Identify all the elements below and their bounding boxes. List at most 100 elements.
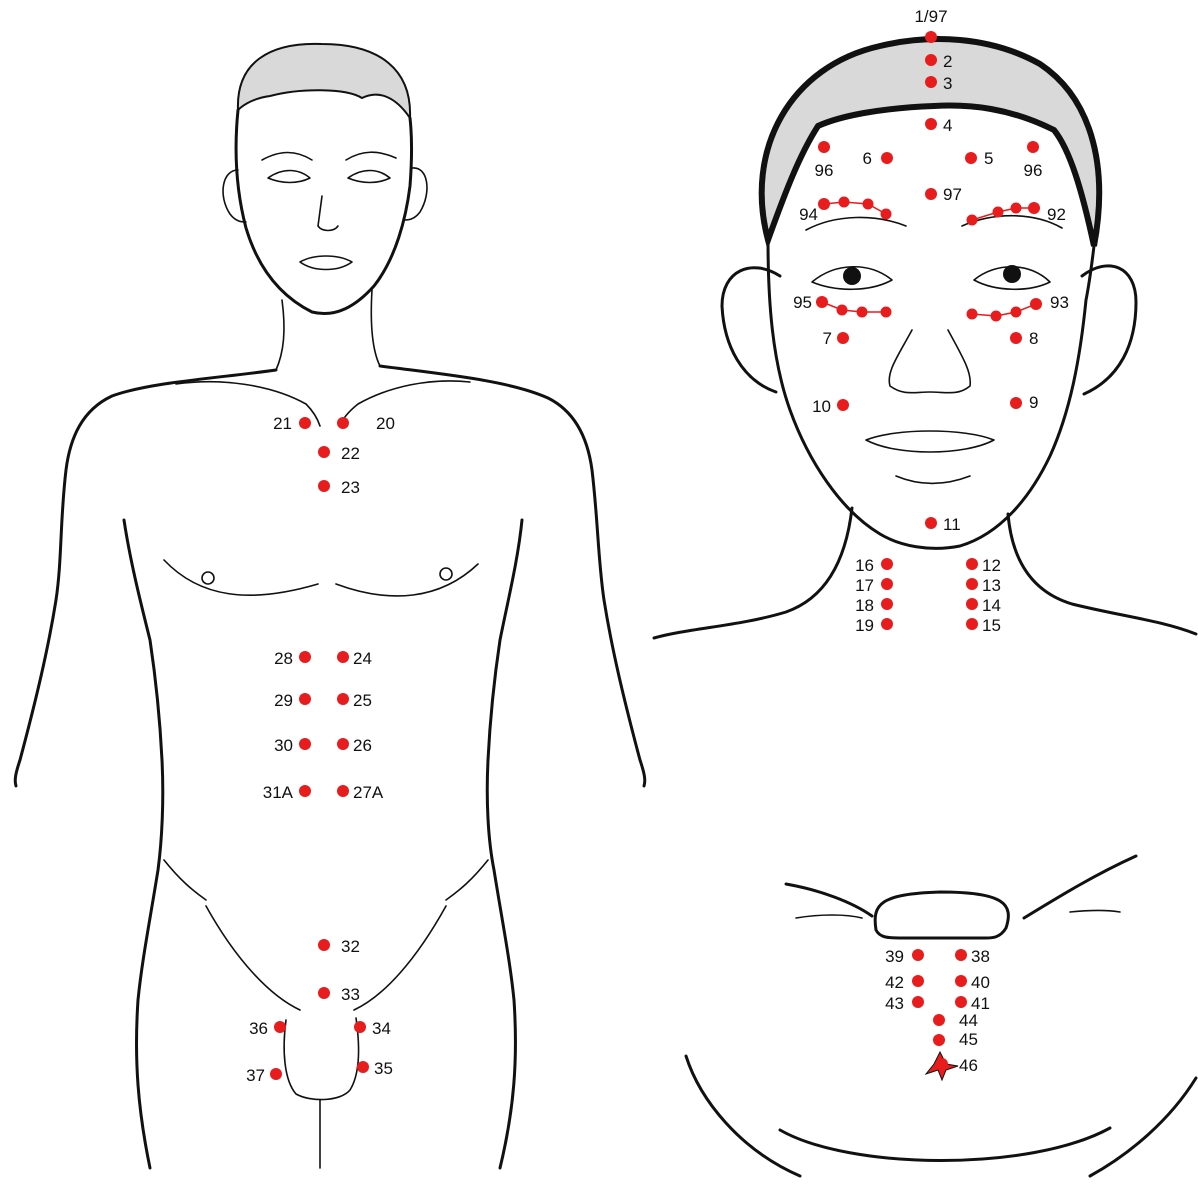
acupoint-dot [337, 738, 349, 750]
acupoint-dot [881, 618, 893, 630]
line-dot [839, 197, 850, 208]
face-iris-right [1003, 265, 1021, 283]
acupoint-42: 42 [885, 973, 924, 992]
acupoint-dot [818, 141, 830, 153]
acupoint-label: 30 [274, 736, 293, 755]
body-clavicle-left [176, 382, 320, 426]
acupoint-label: 25 [353, 691, 372, 710]
acupoint-dot [337, 693, 349, 705]
acupoint-5: 5 [965, 149, 993, 168]
acupoint-label: 46 [959, 1056, 978, 1075]
line-dot [881, 209, 892, 220]
acupoint-44: 44 [933, 1011, 978, 1030]
acupoint-label: 18 [855, 596, 874, 615]
points-layer: 2120222328242925302631A27A3233363437351/… [246, 7, 1069, 1085]
acupoint-label: 96 [815, 161, 834, 180]
acupoint-label: 7 [823, 329, 832, 348]
acupoint-label: 6 [863, 149, 872, 168]
neck-notch [875, 892, 1008, 938]
acupoint-dot [1010, 397, 1022, 409]
acupoint-dot [1030, 298, 1042, 310]
acupoint-12: 12 [966, 556, 1001, 575]
acupoint-label: 17 [855, 576, 874, 595]
face-chin-line [896, 476, 970, 484]
body-outline-left [15, 370, 276, 786]
body-groin-right [354, 906, 446, 1010]
acupoint-label: 22 [341, 444, 360, 463]
acupoint-label: 35 [374, 1059, 393, 1078]
acupoint-dot [318, 939, 330, 951]
acupoint-95: 95 [793, 293, 828, 312]
acupoint-6: 6 [863, 149, 893, 168]
line-dot [967, 215, 978, 226]
acupoint-dot [816, 296, 828, 308]
face-neck-left [654, 508, 852, 638]
face-mouth [866, 431, 994, 452]
acupoint-label: 29 [274, 691, 293, 710]
acupoint-label: 2 [943, 52, 952, 71]
acupoint-dot [299, 417, 311, 429]
acupoint-dot [270, 1068, 282, 1080]
acupoint-26: 26 [337, 736, 372, 755]
acupoint-label: 13 [982, 576, 1001, 595]
acupoint-dot [933, 1034, 945, 1046]
line-dot [863, 199, 874, 210]
acupoint-32: 32 [318, 937, 360, 956]
acupoint-dot [274, 1021, 286, 1033]
acupoint-label: 1/97 [914, 7, 947, 26]
face-line-95 [822, 302, 886, 312]
acupoint-label: 23 [341, 478, 360, 497]
acupoint-label: 27A [353, 783, 384, 802]
face-line-94 [824, 202, 886, 214]
acupoint-7: 7 [823, 329, 849, 348]
acupoint-label: 15 [982, 616, 1001, 635]
body-neck-right [371, 290, 380, 366]
acupoint-45: 45 [933, 1030, 978, 1049]
acupoint-label: 36 [249, 1019, 268, 1038]
acupoint-dot [966, 578, 978, 590]
acupoint-39: 39 [885, 947, 924, 966]
acupoint-label: 39 [885, 947, 904, 966]
acupoint-label: 19 [855, 616, 874, 635]
acupoint-dot [925, 517, 937, 529]
acupoint-31a: 31A [263, 783, 311, 802]
acupoint-dot [1027, 141, 1039, 153]
acupoint-dot [925, 76, 937, 88]
acupoint-40: 40 [955, 973, 990, 992]
face-outline [768, 240, 1094, 548]
acupoint-dot [1028, 202, 1040, 214]
acupoint-33: 33 [318, 985, 360, 1004]
acupoint-label: 28 [274, 649, 293, 668]
acupoint-96-right: 96 [1024, 141, 1043, 180]
acupoint-label: 9 [1029, 393, 1038, 412]
acupoint-dot [818, 198, 830, 210]
acupoint-label: 21 [273, 414, 292, 433]
body-head [236, 110, 411, 314]
acupoint-label: 40 [971, 973, 990, 992]
acupoint-dot [966, 558, 978, 570]
acupoint-dot [925, 118, 937, 130]
acupoint-35: 35 [357, 1059, 393, 1078]
acupoint-dot [955, 949, 967, 961]
acupoint-29: 29 [274, 691, 311, 710]
face-nose [889, 330, 970, 393]
line-dot [991, 311, 1002, 322]
neck-chest-right [1090, 1078, 1196, 1176]
acupoint-label: 12 [982, 556, 1001, 575]
face-iris-left [843, 267, 861, 285]
face-neck-right [1008, 514, 1196, 634]
acupoint-dot [881, 598, 893, 610]
acupoint-22: 22 [318, 444, 360, 463]
body-nipple-left [202, 572, 214, 584]
neck-clavicle-left-2 [796, 915, 862, 918]
acupoint-9: 9 [1010, 393, 1038, 412]
acupoint-30: 30 [274, 736, 311, 755]
acupoint-37: 37 [246, 1066, 282, 1085]
acupoint-25: 25 [337, 691, 372, 710]
acupoint-dot [299, 785, 311, 797]
acupoint-dot [881, 152, 893, 164]
acupoint-16: 16 [855, 556, 893, 575]
face-brow-left [806, 217, 906, 230]
acupoint-dot [925, 188, 937, 200]
acupoint-dot [357, 1061, 369, 1073]
